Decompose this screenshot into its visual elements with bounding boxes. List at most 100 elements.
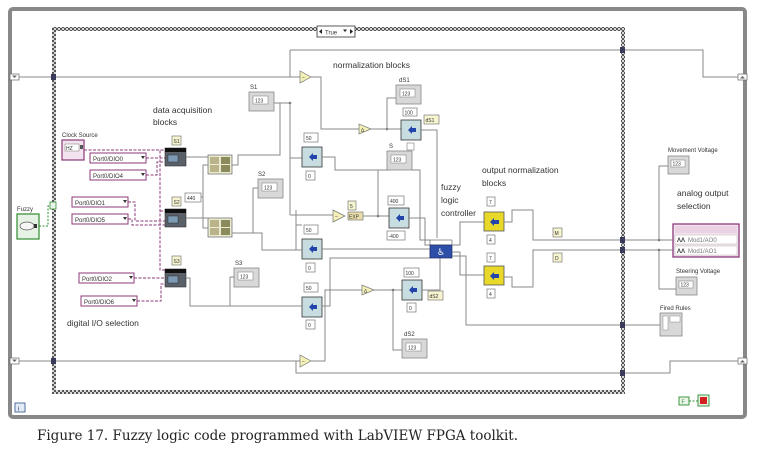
svg-text:dS2: dS2 xyxy=(404,332,415,338)
annotation-data-acquisition: data acquisition xyxy=(153,105,212,115)
svg-text:D: D xyxy=(555,256,559,262)
normalize-icon xyxy=(309,245,317,253)
tunnel xyxy=(620,47,625,53)
conversion-block-2 xyxy=(207,217,233,238)
annotation-controller: controller xyxy=(441,208,476,218)
annotation-digital-io: digital I/O selection xyxy=(67,318,139,328)
tunnel xyxy=(51,74,56,80)
fuzzy-logic-controller: ♿ xyxy=(429,239,453,259)
annotation-logic: logic xyxy=(441,195,459,205)
dio-channel-0[interactable]: Port0/DIO0 xyxy=(89,152,147,164)
svg-text:Steering Voltage: Steering Voltage xyxy=(676,269,721,275)
normalize-icon xyxy=(408,126,416,134)
constant-exp-5: 5 xyxy=(347,200,357,211)
svg-text:dS1: dS1 xyxy=(426,118,435,124)
svg-text:123: 123 xyxy=(393,158,402,164)
decrement-arrow-icon[interactable] xyxy=(319,29,322,34)
shift-register-right-bottom xyxy=(737,357,748,365)
annotation-normalization: normalization blocks xyxy=(333,60,410,70)
svg-text:S1: S1 xyxy=(250,85,258,91)
svg-text:0: 0 xyxy=(409,306,412,312)
dio-channel-5[interactable]: Port0/DIO5 xyxy=(71,213,129,225)
dropdown-arrow-icon xyxy=(129,276,133,279)
normalize-icon xyxy=(309,153,317,161)
tag-d: D xyxy=(552,252,563,263)
stop-false-constant[interactable]: F xyxy=(678,396,690,406)
indicator-s3: S3 123 xyxy=(233,261,260,288)
svg-text:∆: ∆ xyxy=(361,128,365,134)
svg-text:F: F xyxy=(682,400,685,406)
dio-channel-1[interactable]: Port0/DIO1 xyxy=(71,196,129,208)
normalize-icon xyxy=(490,218,499,226)
svg-text:400: 400 xyxy=(390,199,399,205)
conversion-block-1 xyxy=(207,154,233,175)
annotation-blocks: blocks xyxy=(153,117,177,127)
annotation-output-normalization: output normalization xyxy=(482,165,559,175)
analog-output-node[interactable]: ΛΛ Mod1/AO0 ΛΛ Mod1/AO1 xyxy=(672,223,740,258)
svg-text:i: i xyxy=(18,407,20,413)
svg-text:50: 50 xyxy=(306,136,312,142)
normalize-icon xyxy=(309,303,317,311)
analog-channel-0-value: Mod1/AO0 xyxy=(688,238,717,244)
svg-text:−: − xyxy=(302,76,305,82)
svg-text:50: 50 xyxy=(306,228,312,234)
indicator-fired-rules: Fired Rules xyxy=(659,306,691,337)
case-selector-value: True xyxy=(325,31,338,37)
tag-ds2: dS2 xyxy=(427,290,444,301)
svg-text:4: 4 xyxy=(489,238,492,244)
tunnel xyxy=(620,370,625,376)
fuzzy-label: Fuzzy xyxy=(17,207,33,213)
svg-text:∆: ∆ xyxy=(364,289,368,295)
normalize-block-ds1: 100 xyxy=(400,107,422,141)
shift-register-left-top xyxy=(9,73,20,81)
svg-text:S2: S2 xyxy=(174,200,180,206)
tunnel xyxy=(620,322,625,328)
svg-text:S: S xyxy=(389,144,393,150)
dio-channel-2-value: Port0/DIO2 xyxy=(82,277,113,283)
dio-channel-4[interactable]: Port0/DIO4 xyxy=(89,169,147,181)
svg-text:S1: S1 xyxy=(174,139,180,145)
while-loop xyxy=(8,7,747,419)
dio-channel-5-value: Port0/DIO5 xyxy=(75,218,106,224)
subtract-node-ds1: ∆ xyxy=(358,123,372,135)
case-selector[interactable]: True xyxy=(316,25,356,38)
output-normalize-block-2: 7 4 xyxy=(483,252,505,299)
labview-block-diagram: True − − data acquisition blocks normali… xyxy=(8,7,748,419)
indicator-movement-voltage: Movement Voltage 123 xyxy=(667,148,718,175)
annotation-analog-output: analog output xyxy=(677,188,729,198)
svg-text:100: 100 xyxy=(405,111,414,117)
dropdown-arrow-icon xyxy=(141,156,145,159)
svg-text:123: 123 xyxy=(255,99,264,105)
svg-text:123: 123 xyxy=(264,186,273,192)
analog-channel-1[interactable] xyxy=(674,245,738,256)
dropdown-arrow-icon xyxy=(343,29,347,32)
dropdown-arrow-icon xyxy=(123,217,127,220)
indicator-ds2: dS2 123 xyxy=(401,332,428,359)
constant-440: 440 xyxy=(184,192,202,203)
dropdown-arrow-icon xyxy=(141,173,145,176)
clock-source-control[interactable]: Clock Source HZ xyxy=(61,133,98,161)
output-normalize-block-1: 7 4 xyxy=(483,196,505,245)
tag-m: M xyxy=(552,227,563,238)
dio-channel-6[interactable]: Port0/DIO6 xyxy=(80,295,138,307)
dio-channel-2[interactable]: Port0/DIO2 xyxy=(78,272,135,284)
increment-arrow-icon[interactable] xyxy=(350,29,353,34)
fuzzy-control[interactable]: Fuzzy xyxy=(16,207,40,240)
annotation-selection: selection xyxy=(677,201,711,211)
tunnel xyxy=(51,358,56,364)
subtract-node-bottom: − xyxy=(299,354,312,368)
svg-text:-400: -400 xyxy=(389,234,399,240)
analog-channel-0[interactable] xyxy=(674,234,738,245)
svg-text:4: 4 xyxy=(489,292,492,298)
svg-text:S2: S2 xyxy=(258,172,266,178)
svg-text:S3: S3 xyxy=(235,261,243,267)
stop-terminal[interactable] xyxy=(697,394,710,407)
subtract-node-ds2: ∆ xyxy=(361,284,375,296)
waveform-icon: ΛΛ xyxy=(677,249,685,255)
tunnel xyxy=(620,247,625,253)
normalize-block-1: 50 0 xyxy=(301,132,323,181)
svg-text:M: M xyxy=(555,231,559,237)
svg-text:50: 50 xyxy=(306,286,312,292)
svg-text:123: 123 xyxy=(408,346,417,352)
figure-caption: Figure 17. Fuzzy logic code programmed w… xyxy=(37,428,519,444)
